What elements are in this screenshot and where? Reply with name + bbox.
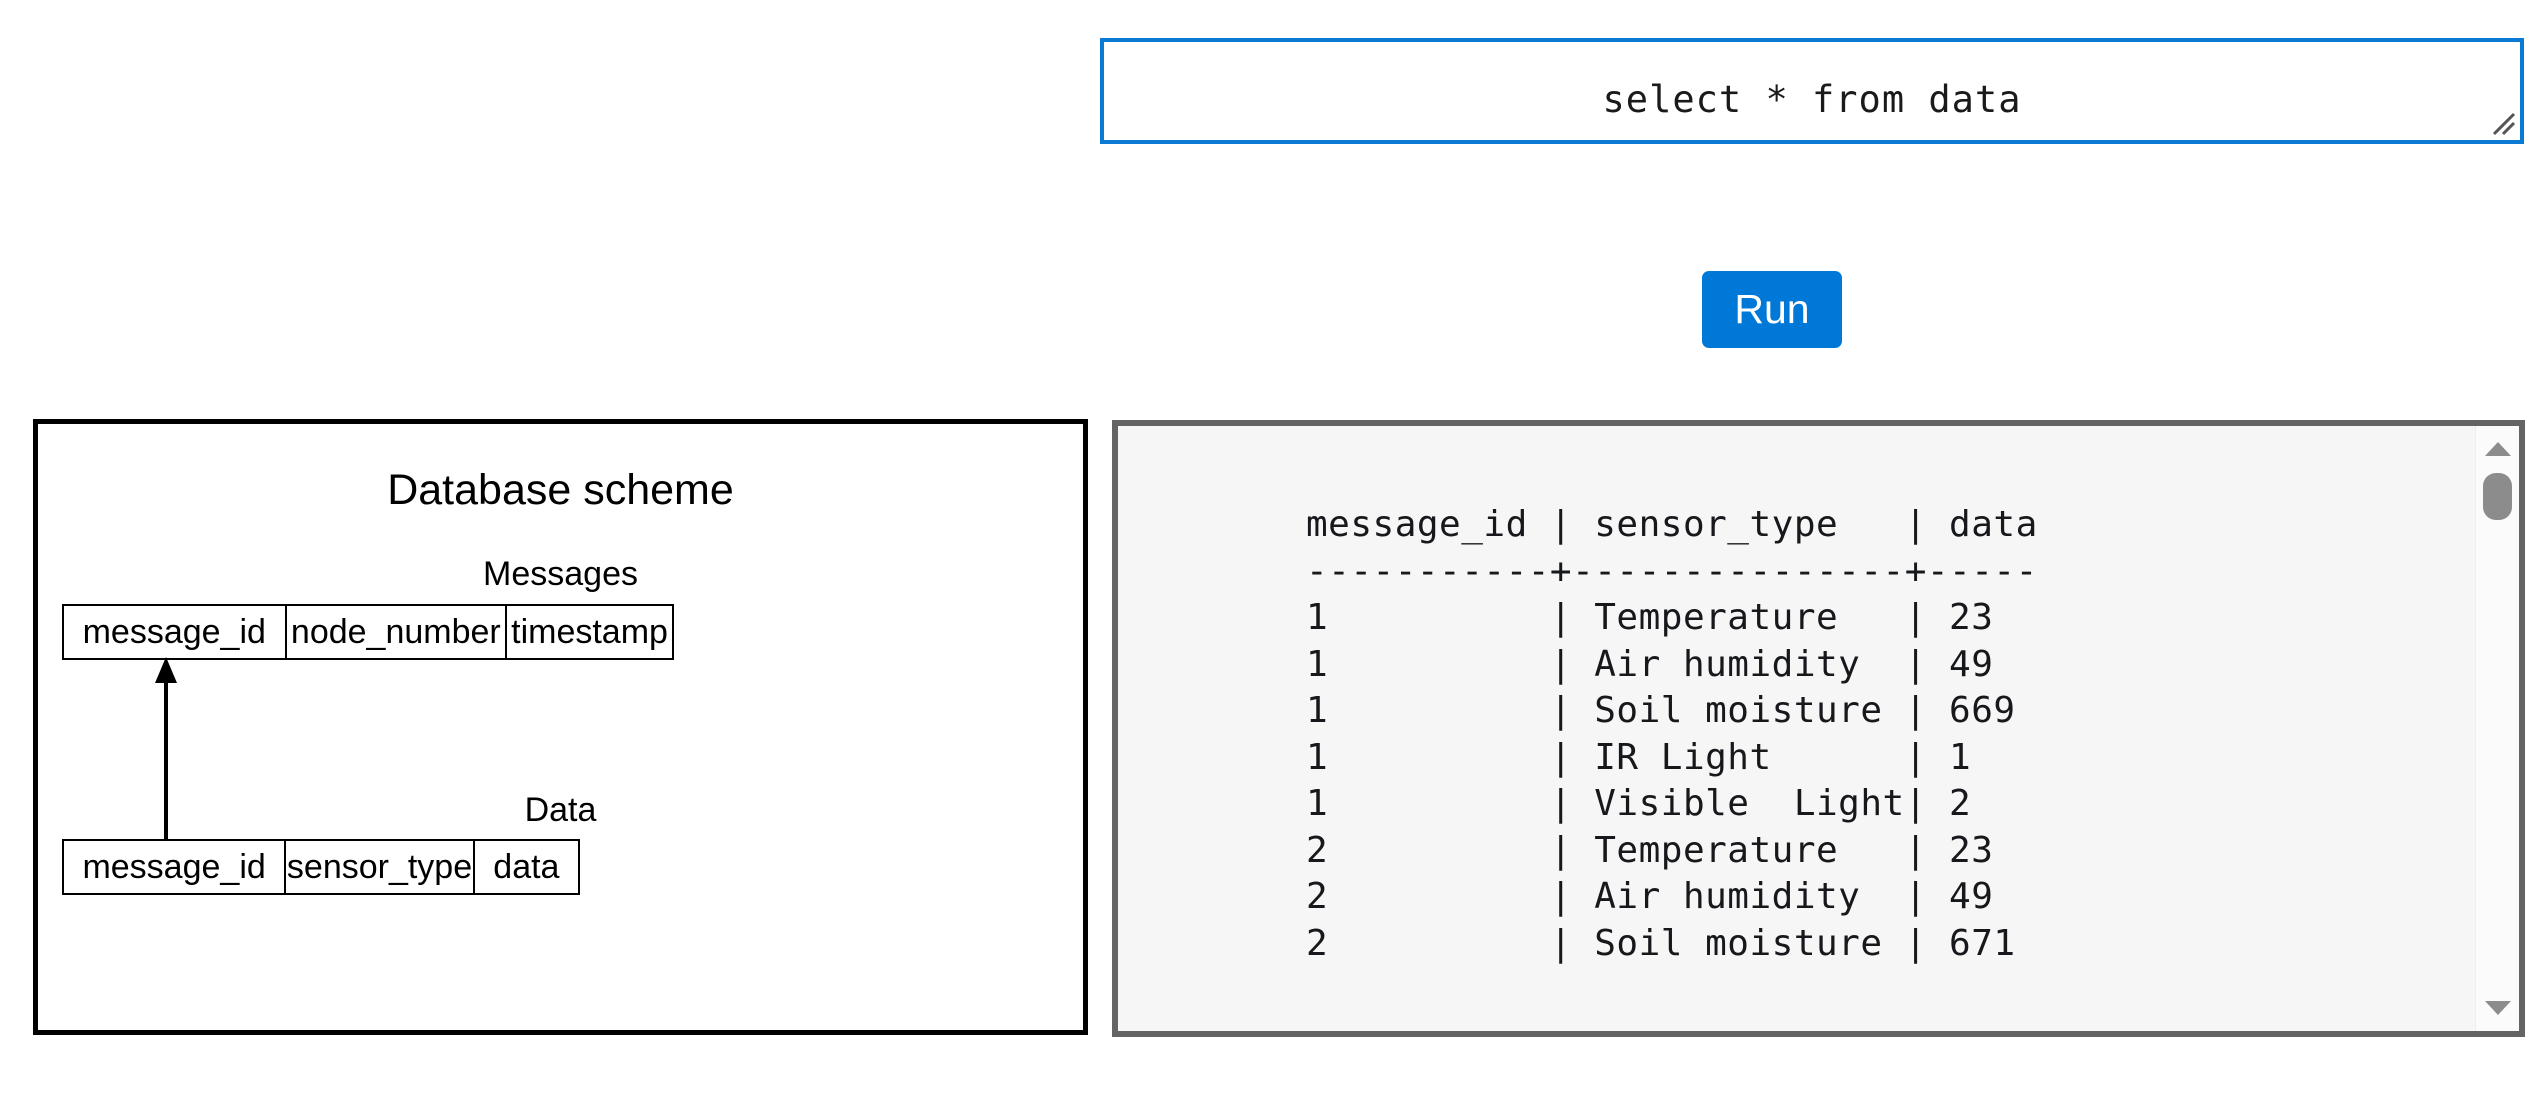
database-scheme-panel: Database scheme Messages message_id node… bbox=[33, 419, 1088, 1035]
run-button[interactable]: Run bbox=[1702, 271, 1842, 348]
sql-query-textarea[interactable]: select * from data bbox=[1100, 38, 2524, 144]
scroll-down-arrow-icon[interactable] bbox=[2476, 991, 2519, 1025]
scroll-up-arrow-icon[interactable] bbox=[2476, 432, 2519, 466]
data-column-message-id: message_id bbox=[64, 841, 287, 893]
results-scrollbar[interactable] bbox=[2475, 426, 2519, 1031]
messages-column-timestamp: timestamp bbox=[511, 612, 668, 651]
sql-query-text[interactable]: select * from data bbox=[1602, 78, 2022, 121]
triangle-up-glyph bbox=[2484, 442, 2511, 456]
data-table: message_id sensor_type data bbox=[62, 839, 580, 895]
page-title: Database scheme bbox=[387, 466, 734, 514]
data-column-data: data bbox=[493, 847, 560, 886]
messages-column-message-id: message_id bbox=[64, 606, 287, 658]
messages-column-node-number: node_number bbox=[287, 606, 508, 658]
triangle-down-glyph bbox=[2484, 1001, 2511, 1015]
data-table-caption: Data bbox=[524, 791, 597, 829]
scrollbar-thumb[interactable] bbox=[2483, 473, 2512, 520]
resize-grip-icon[interactable] bbox=[2491, 111, 2517, 137]
query-results-text: message_id | sensor_type | data --------… bbox=[1306, 504, 2038, 964]
foreign-key-arrow-icon bbox=[155, 657, 177, 843]
query-results-panel[interactable]: message_id | sensor_type | data --------… bbox=[1112, 420, 2525, 1037]
messages-table-caption: Messages bbox=[483, 555, 638, 593]
messages-table: message_id node_number timestamp bbox=[62, 604, 674, 660]
data-column-sensor-type: sensor_type bbox=[286, 841, 475, 893]
